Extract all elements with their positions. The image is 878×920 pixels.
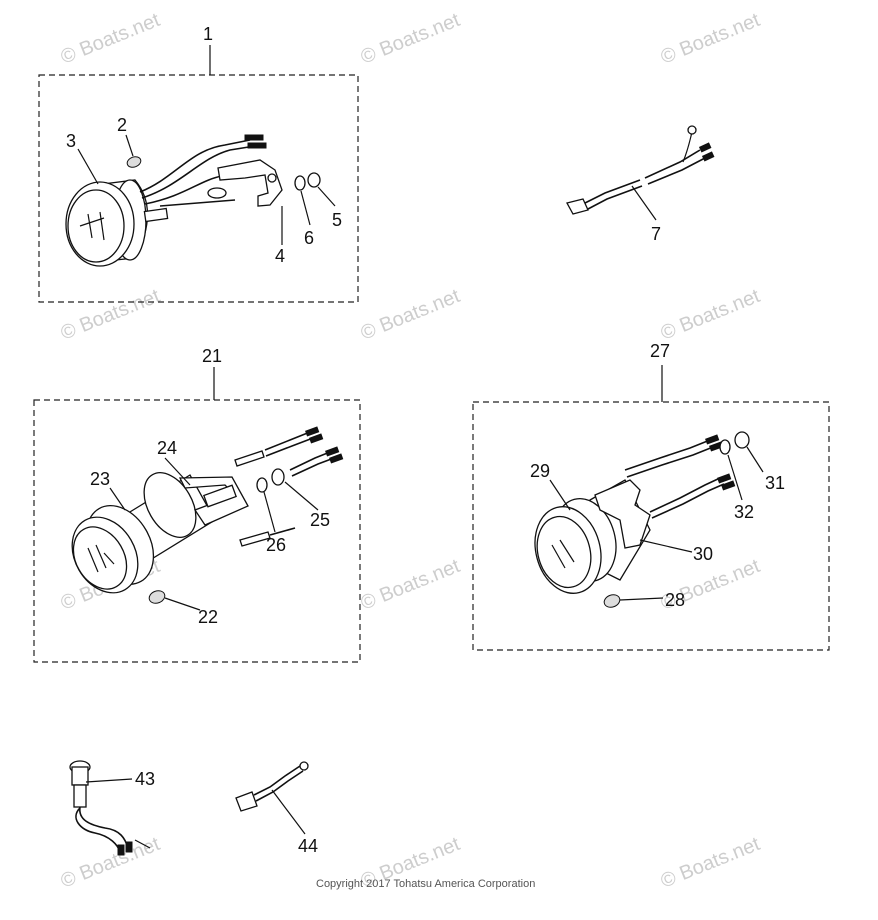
callout-7[interactable]: 7 (651, 224, 661, 244)
washer-6[interactable] (294, 175, 306, 191)
nut-5[interactable] (307, 172, 321, 188)
watermark: © Boats.net (358, 285, 464, 345)
callout-28[interactable]: 28 (665, 590, 685, 610)
gauge-3-wires (139, 134, 267, 207)
watermark: © Boats.net (58, 833, 164, 893)
watermark: © Boats.net (58, 285, 164, 345)
gauge-3[interactable] (65, 179, 169, 267)
assembly-group-27: 27 29 30 31 (472, 341, 830, 651)
callout-6[interactable]: 6 (304, 228, 314, 248)
callout-22[interactable]: 22 (198, 607, 218, 627)
copyright-text: Copyright 2017 Tohatsu America Corporati… (316, 878, 535, 890)
group-21-box (33, 399, 361, 663)
bulb-2[interactable] (126, 155, 143, 169)
watermark: © Boats.net (358, 555, 464, 615)
harness-7[interactable] (566, 125, 715, 215)
callout-23[interactable]: 23 (90, 469, 110, 489)
gauge-23[interactable] (59, 464, 216, 605)
callout-2[interactable]: 2 (117, 115, 127, 135)
callout-25[interactable]: 25 (310, 510, 330, 530)
callout-1[interactable]: 1 (203, 24, 213, 44)
watermark: © Boats.net (658, 285, 764, 345)
group-1-box (38, 74, 359, 303)
harness-44[interactable] (235, 761, 309, 812)
switch-43[interactable] (69, 760, 151, 856)
callout-44[interactable]: 44 (298, 836, 318, 856)
gauge-21-wires (234, 426, 344, 547)
callout-3[interactable]: 3 (66, 131, 76, 151)
callout-4[interactable]: 4 (275, 246, 285, 266)
bracket-4[interactable] (217, 159, 283, 207)
callout-27[interactable]: 27 (650, 341, 670, 361)
watermark: © Boats.net (58, 9, 164, 69)
bracket-24[interactable] (178, 476, 249, 526)
callout-30[interactable]: 30 (693, 544, 713, 564)
callout-43[interactable]: 43 (135, 769, 155, 789)
washer-32[interactable] (719, 439, 731, 455)
callout-26[interactable]: 26 (266, 535, 286, 555)
callout-31[interactable]: 31 (765, 473, 785, 493)
bulb-22[interactable] (147, 589, 166, 606)
assembly-group-1: 1 2 3 (38, 24, 359, 303)
callout-32[interactable]: 32 (734, 502, 754, 522)
bracket-30[interactable] (594, 479, 651, 549)
nut-31[interactable] (734, 431, 750, 449)
gauge-27-wires (624, 434, 736, 519)
callout-29[interactable]: 29 (530, 461, 550, 481)
nut-25[interactable] (271, 468, 285, 486)
washer-26[interactable] (256, 477, 268, 493)
assembly-group-21: 21 (33, 346, 361, 663)
watermark: © Boats.net (658, 9, 764, 69)
watermark: © Boats.net (358, 9, 464, 69)
callout-5[interactable]: 5 (332, 210, 342, 230)
callout-21[interactable]: 21 (202, 346, 222, 366)
watermark: © Boats.net (658, 833, 764, 893)
group-27-box (472, 401, 830, 651)
bulb-28[interactable] (602, 593, 621, 610)
callout-24[interactable]: 24 (157, 438, 177, 458)
gauge-29[interactable] (526, 479, 651, 601)
